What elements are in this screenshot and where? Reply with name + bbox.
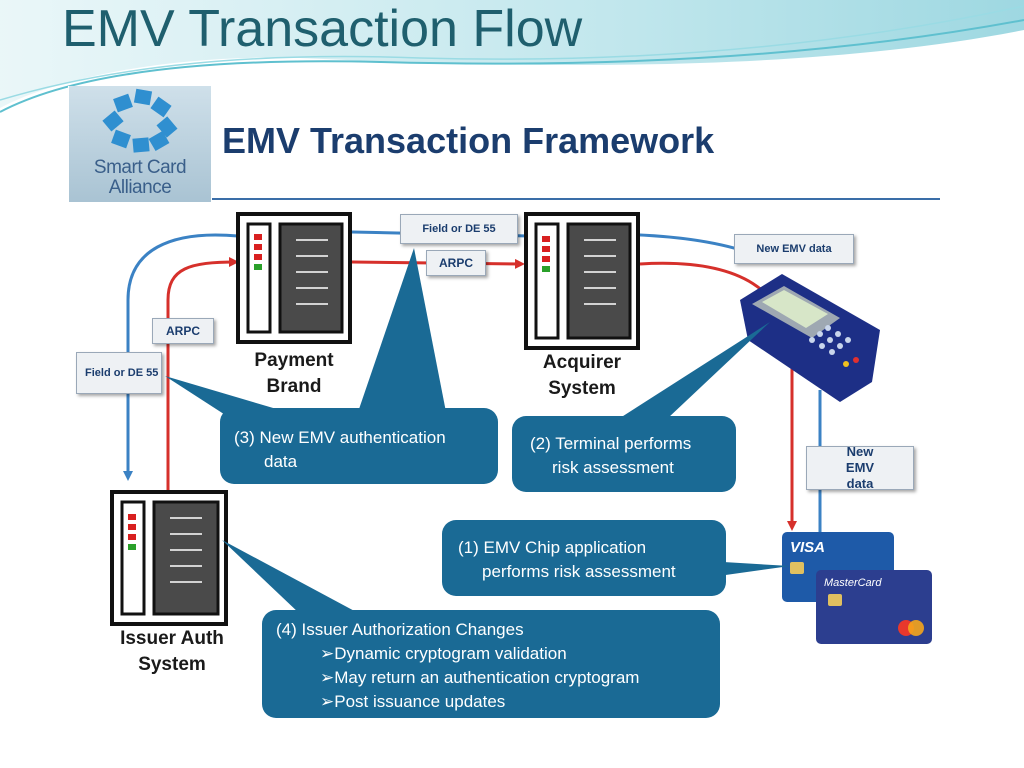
callout4-pointer [222,540,360,614]
logo-text-line1: Smart Card [93,157,187,178]
pos-terminal-icon [740,274,880,402]
mastercard-brand-text: MasterCard [824,577,882,589]
callout2-pointer [620,322,770,418]
logo-text-line2: Alliance [108,177,172,198]
callout-step4-item: ➢Dynamic cryptogram validation [320,644,567,663]
node-label-issuer: Issuer Auth System [100,626,244,678]
acquirer-line1: Acquirer [542,352,622,373]
visa-brand-text: VISA [790,539,825,556]
edge-label-new-emv-data-top: New EMV data [734,234,854,264]
title-divider [212,198,940,200]
payment-brand-line2: Brand [266,376,322,397]
edge-label-arpc-left: ARPC [152,318,214,344]
callout-step2-line2: risk assessment [552,458,674,477]
node-label-payment-brand: Payment Brand [232,348,356,400]
payment-brand-server-icon [236,212,352,344]
mastercard-card-icon: MasterCard [816,570,932,644]
callout-step1: (1) EMV Chip application performs risk a… [442,520,726,596]
framework-title: EMV Transaction Framework [222,120,715,161]
callout-step3: (3) New EMV authentication data [220,408,498,484]
issuer-server-icon [110,490,228,626]
issuer-line1: Issuer Auth [120,628,224,649]
callout-step2-line1: (2) Terminal performs [530,434,692,453]
smart-card-alliance-logo: Smart Card Alliance [69,86,211,202]
edge-label-arpc-top: ARPC [426,250,486,276]
callout-step4: (4) Issuer Authorization Changes ➢Dynami… [262,610,720,718]
acquirer-server-icon [524,212,640,350]
issuer-line2: System [138,654,206,675]
callout-step3-line2: data [264,452,298,471]
logo-mark-icon [102,88,178,153]
edge-label-field-de55-left: Field or DE 55 [76,352,162,394]
edge-label-field-de55-top: Field or DE 55 [400,214,518,244]
callout3-pointer-left [165,376,280,418]
callout-step2: (2) Terminal performs risk assessment [512,416,736,492]
flow-blue-brand-to-issuer [123,233,239,481]
payment-brand-line1: Payment [254,350,334,371]
callout-step4-item: ➢May return an authentication cryptogram [320,668,640,687]
node-label-acquirer: Acquirer System [520,350,644,402]
callout-step3-line1: (3) New EMV authentication [234,428,446,447]
slide-title: EMV Transaction Flow [62,0,583,58]
callout-step1-line2: performs risk assessment [482,562,676,581]
flow-red-issuer-to-brand [166,257,239,490]
acquirer-line2: System [548,378,616,399]
callout-step1-line1: (1) EMV Chip application [458,538,647,557]
callout-step4-item: ➢Post issuance updates [320,692,506,711]
callout3-pointer [358,248,446,412]
callout-step4-line1: (4) Issuer Authorization Changes [276,620,524,639]
edge-label-new-emv-data-right: New EMV data [806,444,914,491]
